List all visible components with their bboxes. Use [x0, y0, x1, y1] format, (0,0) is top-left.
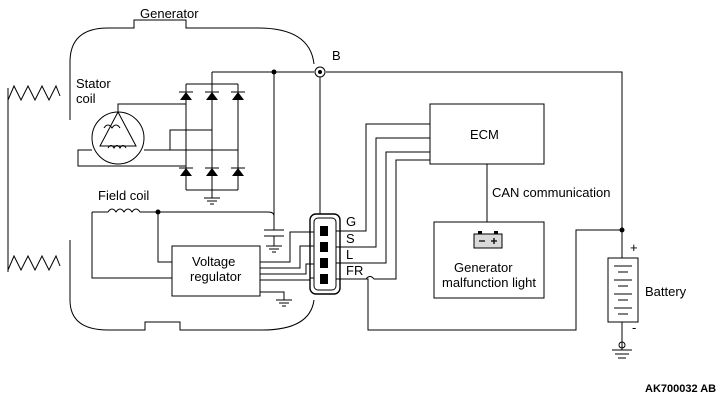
- stator-coil-label-1: Stator: [76, 76, 111, 91]
- voltage-regulator-label-2: regulator: [190, 269, 242, 284]
- voltage-regulator-label-1: Voltage: [192, 254, 235, 269]
- generator-label: Generator: [140, 6, 199, 21]
- field-coil-icon: [91, 208, 275, 279]
- terminal-g-label: G: [346, 214, 356, 229]
- rotor-coil-icon: [7, 84, 61, 272]
- ecm-label: ECM: [470, 127, 499, 142]
- field-coil-label: Field coil: [98, 188, 149, 203]
- battery-minus-label: -: [632, 320, 636, 335]
- malfunction-light-label-1: Generator: [454, 260, 513, 275]
- battery-label: Battery: [645, 284, 687, 299]
- connector-icon: [309, 213, 346, 295]
- terminal-l-label: L: [346, 247, 353, 262]
- battery-icon: [607, 245, 639, 359]
- battery-plus-label: +: [630, 240, 638, 255]
- ecm-wires: [346, 123, 622, 331]
- terminal-b-label: B: [332, 48, 341, 63]
- b-terminal-line: [212, 66, 625, 245]
- terminal-s-label: S: [346, 231, 355, 246]
- malfunction-light-label-2: malfunction light: [442, 275, 536, 290]
- can-label: CAN communication: [492, 185, 611, 200]
- stator-coil-label-2: coil: [76, 91, 96, 106]
- stator-coil-icon: [77, 103, 186, 167]
- generator-housing: [69, 19, 315, 331]
- rectifier-diodes: [148, 72, 245, 205]
- voltage-regulator: [171, 231, 314, 307]
- capacitor-icon: [264, 229, 284, 253]
- malfunction-light-box: [433, 221, 545, 299]
- ecm-box: [429, 103, 545, 222]
- terminal-fr-label: FR: [346, 263, 363, 278]
- figure-code: AK700032 AB: [645, 383, 716, 395]
